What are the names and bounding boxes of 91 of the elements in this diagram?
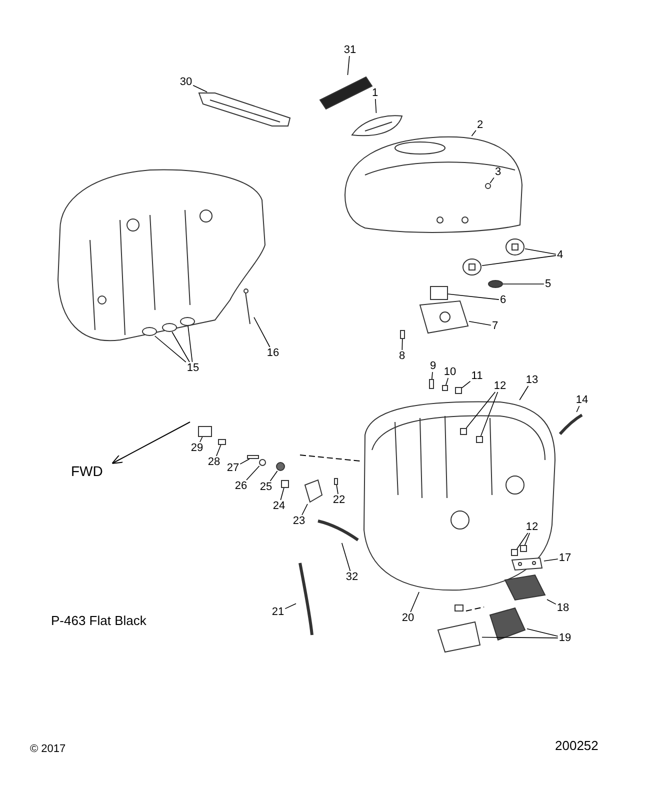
callout-number: 17 xyxy=(558,552,572,564)
nut xyxy=(281,480,289,488)
callout-number: 8 xyxy=(398,350,406,362)
leader-line xyxy=(192,84,208,92)
pin xyxy=(429,379,434,389)
seal-ring xyxy=(488,280,503,288)
leader-line xyxy=(154,336,186,362)
callout-number: 23 xyxy=(292,515,306,527)
callout-number: 30 xyxy=(178,76,194,88)
clip xyxy=(442,385,448,391)
leader-line xyxy=(280,488,284,500)
leader-line xyxy=(347,56,350,76)
leader-line xyxy=(302,504,308,516)
leader-line xyxy=(446,378,449,386)
callout-number: 12 xyxy=(492,380,508,392)
callout-number: 5 xyxy=(544,278,552,290)
washer xyxy=(259,459,266,466)
grommet xyxy=(276,462,285,471)
callout-number: 13 xyxy=(524,374,540,386)
leader-line xyxy=(336,484,338,494)
leader-line xyxy=(270,470,278,482)
leader-line xyxy=(410,592,420,612)
leader-line xyxy=(546,599,556,605)
callout-number: 12 xyxy=(524,521,540,533)
callout-number: 16 xyxy=(266,347,280,359)
leader-line xyxy=(216,444,222,456)
nut xyxy=(455,387,462,394)
leader-line xyxy=(254,316,270,348)
leader-line xyxy=(402,338,403,350)
callout-number: 26 xyxy=(234,480,248,492)
callout-number: 21 xyxy=(270,606,286,618)
leader-line xyxy=(341,542,351,572)
leader-line xyxy=(471,130,476,136)
callout-number: 22 xyxy=(332,494,346,506)
leader-line xyxy=(516,532,528,550)
callout-number: 32 xyxy=(344,571,360,583)
callout-number: 10 xyxy=(442,366,458,378)
callout-number: 7 xyxy=(490,320,500,332)
copyright-text: © 2017 xyxy=(30,743,66,755)
leader-line xyxy=(448,294,500,300)
callout-number: 15 xyxy=(186,362,200,374)
bushing xyxy=(218,439,226,445)
leader-line xyxy=(544,558,558,562)
leader-line xyxy=(524,532,530,546)
leader-line xyxy=(519,386,529,400)
leader-line xyxy=(284,603,296,610)
leader-line xyxy=(246,466,260,480)
leader-line xyxy=(172,332,190,362)
callout-number: 6 xyxy=(498,294,508,306)
leader-line xyxy=(490,177,494,184)
callout-number: 4 xyxy=(556,249,564,261)
leader-line xyxy=(482,636,558,638)
callout-number: 18 xyxy=(556,602,570,614)
paint-code-note: P-463 Flat Black xyxy=(51,613,146,628)
leader-line xyxy=(576,406,580,412)
screw xyxy=(400,330,405,339)
callout-number: 27 xyxy=(226,462,240,474)
screw xyxy=(476,436,483,443)
leader-line xyxy=(526,628,558,637)
callout-number: 1 xyxy=(370,87,380,99)
screw xyxy=(460,428,467,435)
callout-number: 28 xyxy=(206,456,222,468)
leader-line xyxy=(482,255,556,266)
latch-block xyxy=(430,286,448,300)
leader-line xyxy=(188,326,193,362)
end-cap xyxy=(198,426,212,437)
callout-number: 24 xyxy=(272,500,286,512)
leader-line xyxy=(374,98,377,114)
leader-line xyxy=(240,458,250,464)
bolt xyxy=(520,545,527,552)
leader-line xyxy=(462,380,471,388)
callout-number: 31 xyxy=(342,44,358,56)
leader-line xyxy=(480,392,498,436)
callout-number: 25 xyxy=(258,481,274,493)
callout-number: 11 xyxy=(470,370,484,382)
callout-number: 14 xyxy=(574,394,590,406)
leader-line xyxy=(432,372,433,380)
callout-number: 9 xyxy=(428,360,438,372)
callout-number: 2 xyxy=(476,119,484,131)
leader-line xyxy=(524,248,556,255)
callout-number: 19 xyxy=(558,632,572,644)
screw xyxy=(334,478,338,485)
leader-line xyxy=(466,392,496,428)
callout-number: 20 xyxy=(400,612,416,624)
direction-label: FWD xyxy=(71,463,103,479)
drawing-number: 200252 xyxy=(555,738,598,753)
pin xyxy=(247,455,259,459)
bolt xyxy=(511,549,518,556)
callout-number: 29 xyxy=(190,442,204,454)
leader-line xyxy=(468,321,492,326)
callout-number: 3 xyxy=(494,166,502,178)
